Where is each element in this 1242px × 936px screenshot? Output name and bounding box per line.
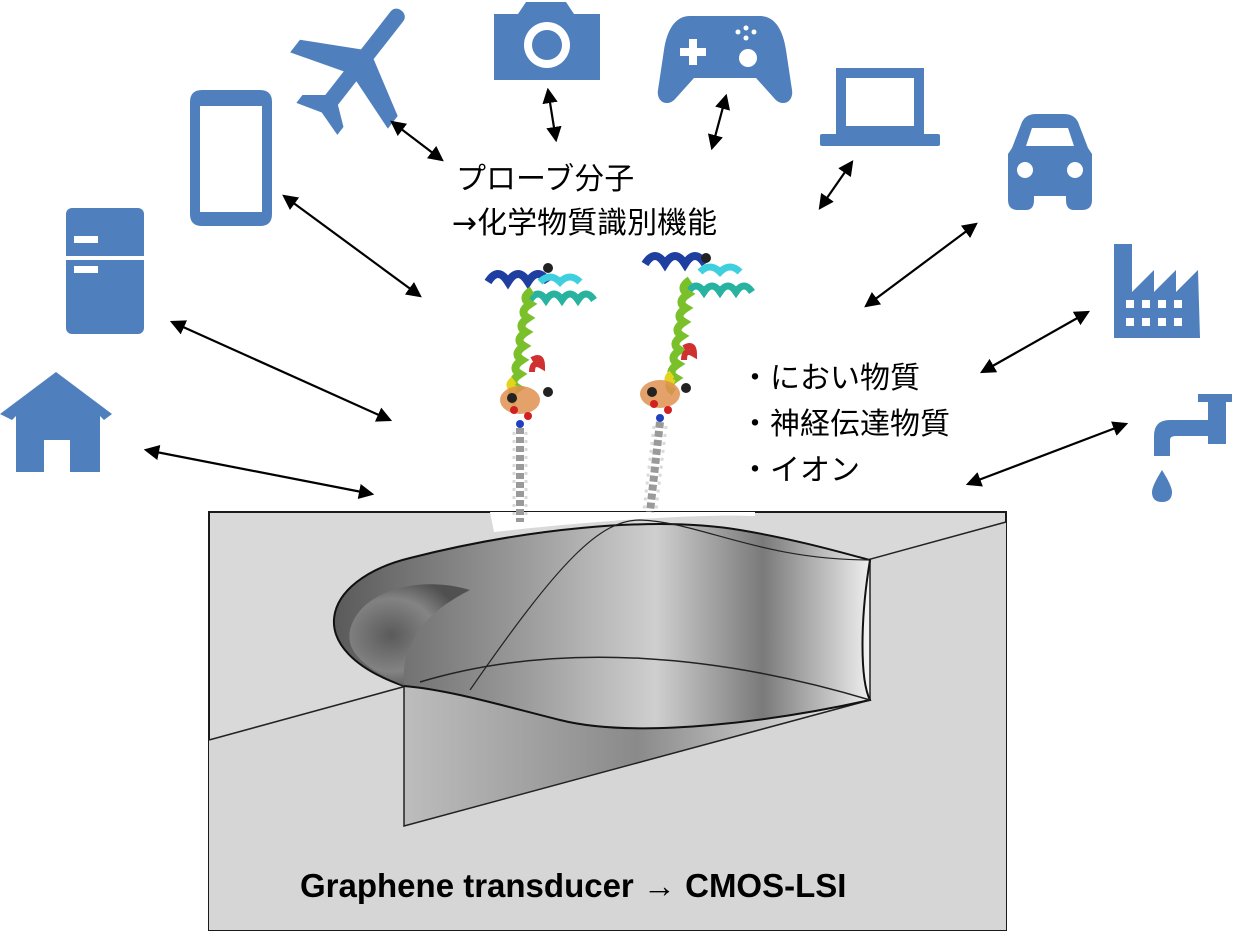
faucet-icon <box>1152 394 1232 502</box>
smartphone-icon <box>190 90 272 226</box>
chemical-identification-label: →化学物質識別機能 <box>452 206 718 241</box>
graphene-transducer-device <box>208 511 1007 931</box>
laptop-icon <box>820 68 940 146</box>
probe-molecule-label: プローブ分子 <box>456 162 635 197</box>
analyte-item-neurotransmitter: ・神経伝達物質 <box>740 407 950 442</box>
probe-molecule-left <box>484 263 597 522</box>
gamepad-icon <box>657 16 793 104</box>
analyte-item-odorant: ・におい物質 <box>740 361 920 396</box>
airplane-icon <box>290 8 405 135</box>
refrigerator-icon <box>66 208 144 334</box>
analyte-list: ・におい物質 ・神経伝達物質 ・イオン <box>740 356 950 494</box>
connection-arrows <box>143 87 1129 500</box>
factory-icon <box>1114 244 1200 338</box>
device-caption: Graphene transducer → CMOS-LSI <box>300 867 847 904</box>
car-icon <box>1008 114 1092 210</box>
probe-molecule-right <box>640 252 755 513</box>
house-icon <box>0 372 112 472</box>
analyte-item-ion: ・イオン <box>740 453 860 488</box>
camera-icon <box>494 2 600 80</box>
